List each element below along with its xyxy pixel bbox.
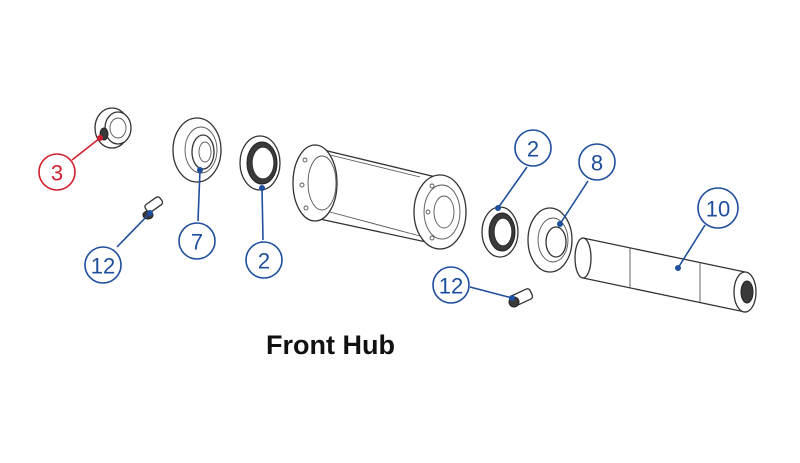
callout-12-right-label: 12 [439,274,463,299]
leader-12-right [469,286,513,299]
part-end-cap [94,107,132,149]
callout-10: 10 [697,187,739,229]
leader-2-left-dot [259,185,265,191]
leader-12-left-dot [147,210,153,216]
part-right-adapter [527,207,573,273]
callout-8-label: 8 [591,151,603,176]
leader-10 [677,224,706,269]
leader-3 [71,137,101,161]
leader-3-dot [97,135,103,141]
part-bearing-left [239,135,281,191]
callout-10-label: 10 [706,197,730,222]
diagram-title: Front Hub [266,330,395,360]
callout-2-right-label: 2 [527,137,539,162]
leader-2-right [497,166,528,209]
part-hub-body [292,144,467,250]
callout-2-left-label: 2 [258,249,270,274]
leader-8 [559,180,589,225]
callout-8: 8 [578,143,616,181]
leader-12-left [116,212,151,248]
callout-12-left: 12 [84,246,122,284]
callout-7-label: 7 [191,230,203,255]
part-adapter-flange [172,117,222,183]
callout-3-label: 3 [51,161,63,186]
callout-3: 3 [38,153,76,191]
callout-12-right: 12 [432,266,470,304]
leader-7 [197,169,201,222]
callout-2-right: 2 [514,129,552,167]
callout-12-left-label: 12 [91,254,115,279]
leader-10-dot [675,265,681,271]
leader-8-dot [557,221,563,227]
leader-2-left [261,187,264,241]
leader-lines [71,135,706,301]
leader-12-right-dot [509,295,515,301]
callout-2-left: 2 [245,241,283,279]
part-axle [574,237,757,313]
callout-7: 7 [178,222,216,260]
part-bearing-right [481,206,519,258]
part-bolt-left [142,196,164,220]
leader-2-right-dot [495,205,501,211]
leader-7-dot [197,167,203,173]
